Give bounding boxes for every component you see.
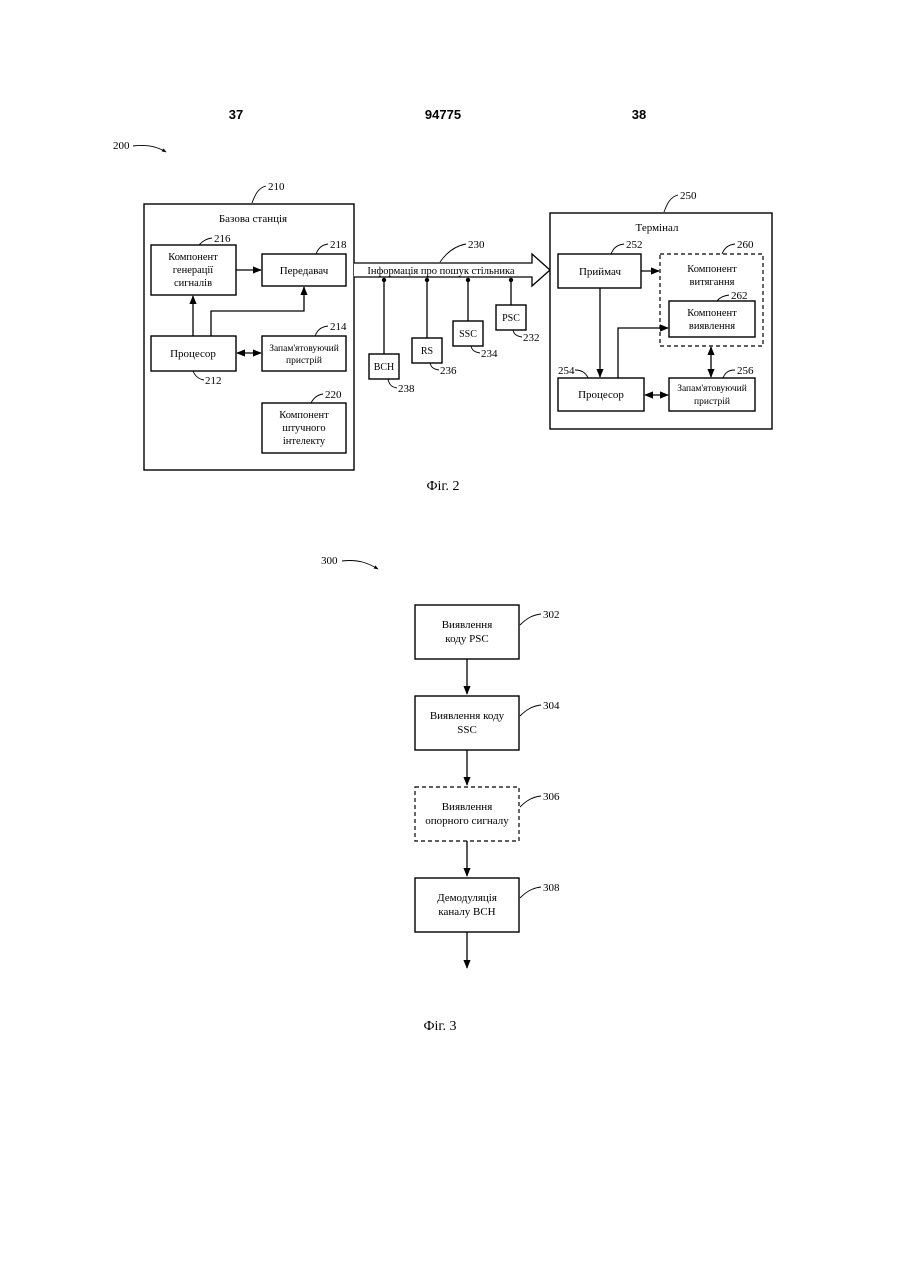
step-306-line-2: опорного сигналу [425, 815, 509, 827]
ref-210-leader [252, 186, 266, 203]
bch-label: BCH [374, 362, 395, 373]
ref-236: 236 [440, 365, 457, 377]
step-302-line-2: коду PSC [445, 633, 488, 645]
terminal-memory-line-2: пристрій [694, 396, 730, 407]
ref-214: 214 [330, 321, 347, 333]
ref-234-leader [471, 346, 480, 353]
base-memory-line-2: пристрій [286, 355, 322, 366]
ref-308-leader [520, 887, 541, 898]
terminal-title: Термінал [636, 222, 679, 234]
ref-230: 230 [468, 239, 485, 251]
ref-300-leader [342, 560, 378, 569]
signal-gen-line-1: Компонент [168, 252, 218, 263]
detection-line-1: Компонент [687, 308, 737, 319]
fig3-caption: Фіг. 3 [423, 1019, 456, 1034]
ref-216: 216 [214, 233, 231, 245]
base-station-block: Базова станція 210 Компонент генерації с… [144, 181, 354, 470]
ref-200: 200 [113, 140, 130, 152]
ai-line-3: інтелекту [283, 436, 326, 447]
ref-232-leader [513, 330, 522, 337]
ref-238: 238 [398, 383, 415, 395]
ref-238-leader [388, 379, 397, 388]
ai-line-1: Компонент [279, 410, 329, 421]
ref-304: 304 [543, 700, 560, 712]
psc-label: PSC [502, 313, 520, 324]
ref-250: 250 [680, 190, 697, 202]
step-308-line-1: Демодуляція [437, 892, 497, 904]
signal-gen-line-3: сигналів [174, 278, 212, 289]
ai-line-2: штучного [282, 423, 325, 434]
base-station-title: Базова станція [219, 213, 287, 225]
ref-308: 308 [543, 882, 560, 894]
ref-306: 306 [543, 791, 560, 803]
patent-number: 94775 [425, 107, 461, 122]
step-ssc-detection [415, 696, 519, 750]
receiver-label: Приймач [579, 266, 622, 278]
figure-3: 300 Виявлення коду PSC 302 Виявлення код… [321, 555, 560, 1034]
ref-220: 220 [325, 389, 342, 401]
ref-262: 262 [731, 290, 748, 302]
ref-256: 256 [737, 365, 754, 377]
ref-212: 212 [205, 375, 222, 387]
ref-300: 300 [321, 555, 338, 567]
ref-236-leader [430, 363, 439, 370]
ref-254: 254 [558, 365, 575, 377]
step-bch-demodulation [415, 878, 519, 932]
ref-306-leader [520, 796, 541, 807]
step-306-line-1: Виявлення [442, 801, 493, 813]
fig2-caption: Фіг. 2 [426, 479, 459, 494]
step-psc-detection [415, 605, 519, 659]
step-304-line-2: SSC [457, 724, 477, 736]
step-308-line-2: каналу BCH [438, 906, 495, 918]
ref-230-leader [440, 244, 466, 262]
page-number-right: 38 [632, 107, 646, 122]
terminal-block: Термінал 250 Приймач 252 Компонент витяг… [550, 190, 772, 429]
step-304-line-1: Виявлення коду [430, 710, 505, 722]
base-processor-label: Процесор [170, 348, 216, 360]
transmitter-label: Передавач [280, 265, 329, 277]
ref-302-leader [520, 614, 541, 625]
terminal-memory-line-1: Запам'ятовуючий [677, 383, 747, 394]
ssc-label: SSC [459, 329, 477, 340]
ref-234: 234 [481, 348, 498, 360]
cell-search-info-label: Інформація про пошук стільника [367, 266, 515, 277]
rs-label: RS [421, 346, 433, 357]
ref-302: 302 [543, 609, 560, 621]
step-reference-signal-detection [415, 787, 519, 841]
ref-232: 232 [523, 332, 540, 344]
page-number-left: 37 [229, 107, 243, 122]
ref-304-leader [520, 705, 541, 716]
extraction-line-2: витягання [690, 277, 735, 288]
step-302-line-1: Виявлення [442, 619, 493, 631]
terminal-processor-label: Процесор [578, 389, 624, 401]
ref-200-leader [133, 145, 166, 152]
base-memory-line-1: Запам'ятовуючий [269, 343, 339, 354]
ref-252: 252 [626, 239, 643, 251]
cell-search-link: Інформація про пошук стільника 230 BCH 2… [354, 239, 550, 395]
extraction-line-1: Компонент [687, 264, 737, 275]
ref-250-leader [664, 195, 678, 212]
ref-218: 218 [330, 239, 347, 251]
signal-gen-line-2: генерації [173, 265, 214, 276]
ref-210: 210 [268, 181, 285, 193]
detection-line-2: виявлення [689, 321, 735, 332]
figure-2: 200 Базова станція 210 Компонент генерац… [113, 140, 772, 494]
ref-260: 260 [737, 239, 754, 251]
